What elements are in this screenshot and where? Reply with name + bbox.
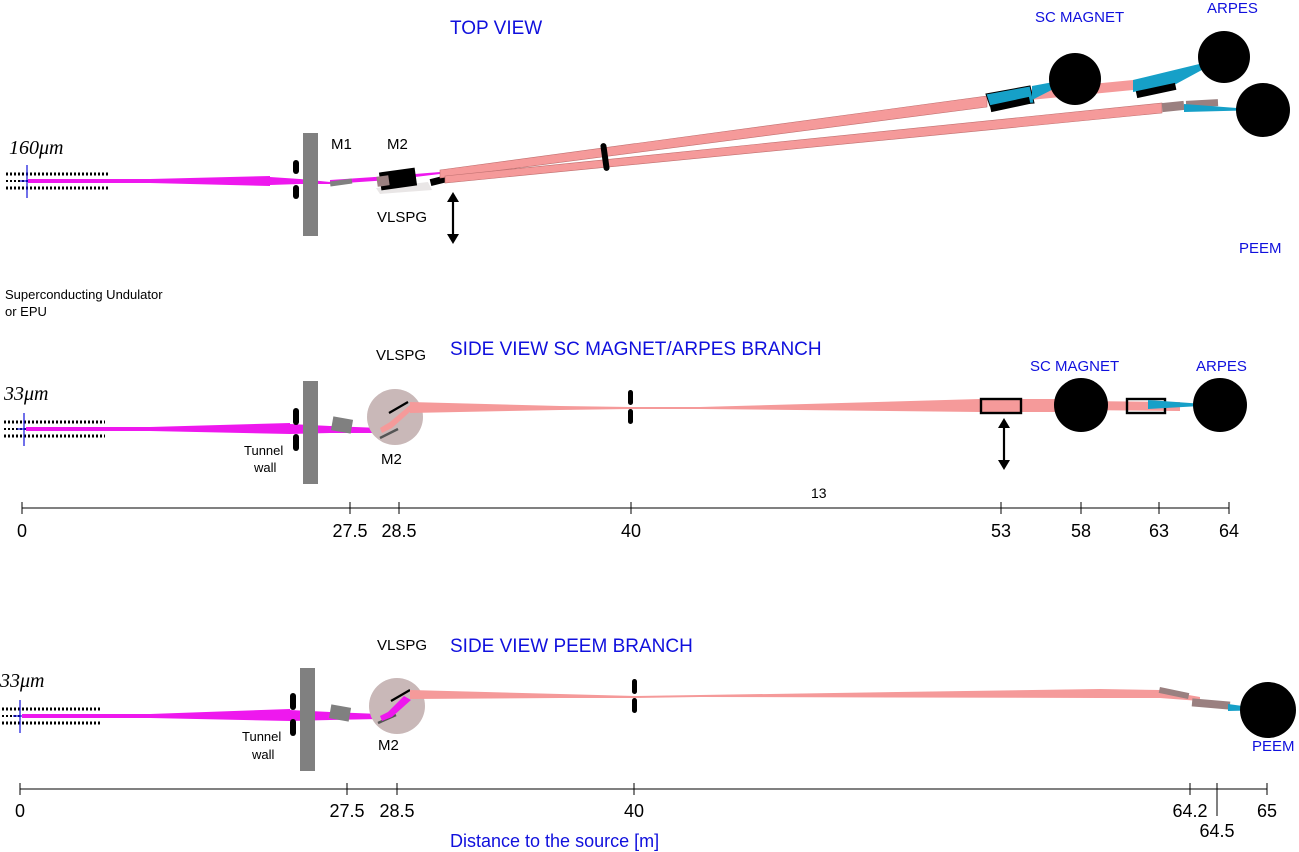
top-aperture-lower: [293, 185, 299, 199]
top-aperture-upper: [293, 160, 299, 174]
side-arpes-source-beam: [26, 423, 290, 434]
top-branch-beam-lower: [444, 102, 1163, 184]
side-peem-tick-label: 0: [15, 801, 25, 821]
side-peem-distance-axis: 0 27.5 28.5 40 64.264.5 65 Distance to the so…: [15, 783, 1277, 851]
side-arpes-switch-mirror: [979, 397, 1023, 415]
top-grating-label: VLSPG: [377, 209, 427, 226]
side-arpes-distance-axis: 0 27.5 28.5 40 53 58 63 64 13: [17, 485, 1239, 541]
source-note-line1: Superconducting Undulator: [5, 287, 163, 302]
side-arpes-tunnel-wall: [303, 381, 318, 484]
top-m1-mirror: [329, 178, 353, 187]
top-peem-label: PEEM: [1239, 240, 1282, 257]
side-peem-grating-optic: [390, 689, 411, 702]
top-arpes-label: ARPES: [1207, 0, 1258, 17]
side-arpes-aperture-lower: [293, 434, 299, 451]
side-arpes-sc-magnet-chamber: [1054, 378, 1108, 432]
source-note: Superconducting Undulator or EPU: [5, 287, 163, 319]
side-arpes-tick-label: 64: [1219, 521, 1239, 541]
side-peem-refocus-mirror: [1158, 686, 1190, 700]
side-arpes-tick-label: 53: [991, 521, 1011, 541]
side-arpes-slit-lower: [628, 409, 633, 424]
side-peem-source-size-label: 33μm: [0, 670, 44, 692]
side-peem-tick-label: 28.5: [379, 801, 414, 821]
top-peem-mirror: [1161, 100, 1185, 113]
side-arpes-tick-label: 0: [17, 521, 27, 541]
side-view-arpes-panel: SIDE VIEW SC MAGNET/ARPES BRANCH 33μm Tu…: [3, 339, 1247, 484]
side-peem-aperture-lower: [290, 719, 296, 736]
top-grating-shadow: [376, 182, 432, 194]
side-peem-branch-beam: [410, 689, 1200, 701]
side-arpes-tunnel-label-1: Tunnel: [244, 443, 283, 458]
side-arpes-source-size-label: 33μm: [3, 383, 48, 405]
side-peem-slit-upper: [632, 679, 637, 694]
side-peem-tick-label: 65: [1257, 801, 1277, 821]
side-arpes-grating-optic: [388, 401, 409, 414]
top-tunnel-wall: [303, 133, 318, 236]
side-arpes-arpes-label: ARPES: [1196, 358, 1247, 375]
source-note-line2: or EPU: [5, 304, 47, 319]
side-peem-slit-lower: [632, 698, 637, 713]
side-peem-tunnel-label-1: Tunnel: [242, 729, 281, 744]
side-peem-tick-label: 64.2: [1172, 801, 1207, 821]
side-view-peem-panel: SIDE VIEW PEEM BRANCH 33μm Tunnel wall V…: [0, 636, 1296, 771]
side-peem-peem-chamber: [1240, 682, 1296, 738]
side-arpes-grating-label: VLSPG: [376, 347, 426, 364]
top-peem-chamber: [1236, 83, 1290, 137]
side-peem-tick-label: 40: [624, 801, 644, 821]
side-arpes-sc-magnet-label: SC MAGNET: [1030, 358, 1119, 375]
side-peem-tick-label: 64.5: [1199, 821, 1234, 841]
top-translation-arrow: [447, 192, 459, 244]
side-arpes-tick-label: 28.5: [381, 521, 416, 541]
side-arpes-tick-label: 58: [1071, 521, 1091, 541]
side-peem-tunnel-label-2: wall: [251, 747, 275, 762]
side-arpes-tick-label: 27.5: [332, 521, 367, 541]
side-peem-axis-label: Distance to the source [m]: [450, 831, 659, 851]
side-arpes-grating-chamber: [367, 389, 423, 445]
side-peem-grating-label: VLSPG: [377, 637, 427, 654]
side-peem-m2-label: M2: [378, 737, 399, 754]
side-peem-m1-mirror: [328, 704, 352, 722]
side-arpes-arpes-chamber: [1193, 378, 1247, 432]
top-branch-beam-upper: [439, 95, 988, 179]
top-view-title: TOP VIEW: [450, 18, 542, 39]
side-arpes-tick-label: 40: [621, 521, 641, 541]
top-sc-magnet-label: SC MAGNET: [1035, 9, 1124, 26]
top-arpes-chamber: [1198, 31, 1250, 83]
top-source-size-label: 160μm: [9, 137, 63, 159]
top-m2-label: M2: [387, 136, 408, 153]
side-arpes-m2-label: M2: [381, 451, 402, 468]
side-peem-tick-label: 27.5: [329, 801, 364, 821]
side-peem-title: SIDE VIEW PEEM BRANCH: [450, 636, 693, 657]
side-arpes-title: SIDE VIEW SC MAGNET/ARPES BRANCH: [450, 339, 822, 360]
side-arpes-tunnel-label-2: wall: [253, 460, 277, 475]
side-arpes-branch-beam: [410, 399, 1075, 413]
side-arpes-span-label: 13: [811, 485, 827, 501]
side-peem-aperture-upper: [290, 693, 296, 710]
top-m1-label: M1: [331, 136, 352, 153]
side-arpes-aperture-upper: [293, 408, 299, 425]
side-arpes-slit-upper: [628, 390, 633, 405]
side-arpes-tick-label: 63: [1149, 521, 1169, 541]
side-peem-source-beam: [22, 709, 290, 721]
top-sc-magnet-chamber: [1049, 53, 1101, 105]
side-arpes-m2-optic: [379, 427, 399, 440]
top-view-panel: TOP VIEW 160μm M1 M2 VLSPG: [6, 0, 1290, 257]
top-slit: [600, 143, 610, 171]
side-peem-peem-label: PEEM: [1252, 738, 1295, 755]
side-arpes-translation-arrow: [998, 418, 1010, 470]
top-source-beam: [28, 176, 270, 186]
side-arpes-m1-mirror: [330, 416, 354, 434]
side-peem-tunnel-wall: [300, 668, 315, 771]
